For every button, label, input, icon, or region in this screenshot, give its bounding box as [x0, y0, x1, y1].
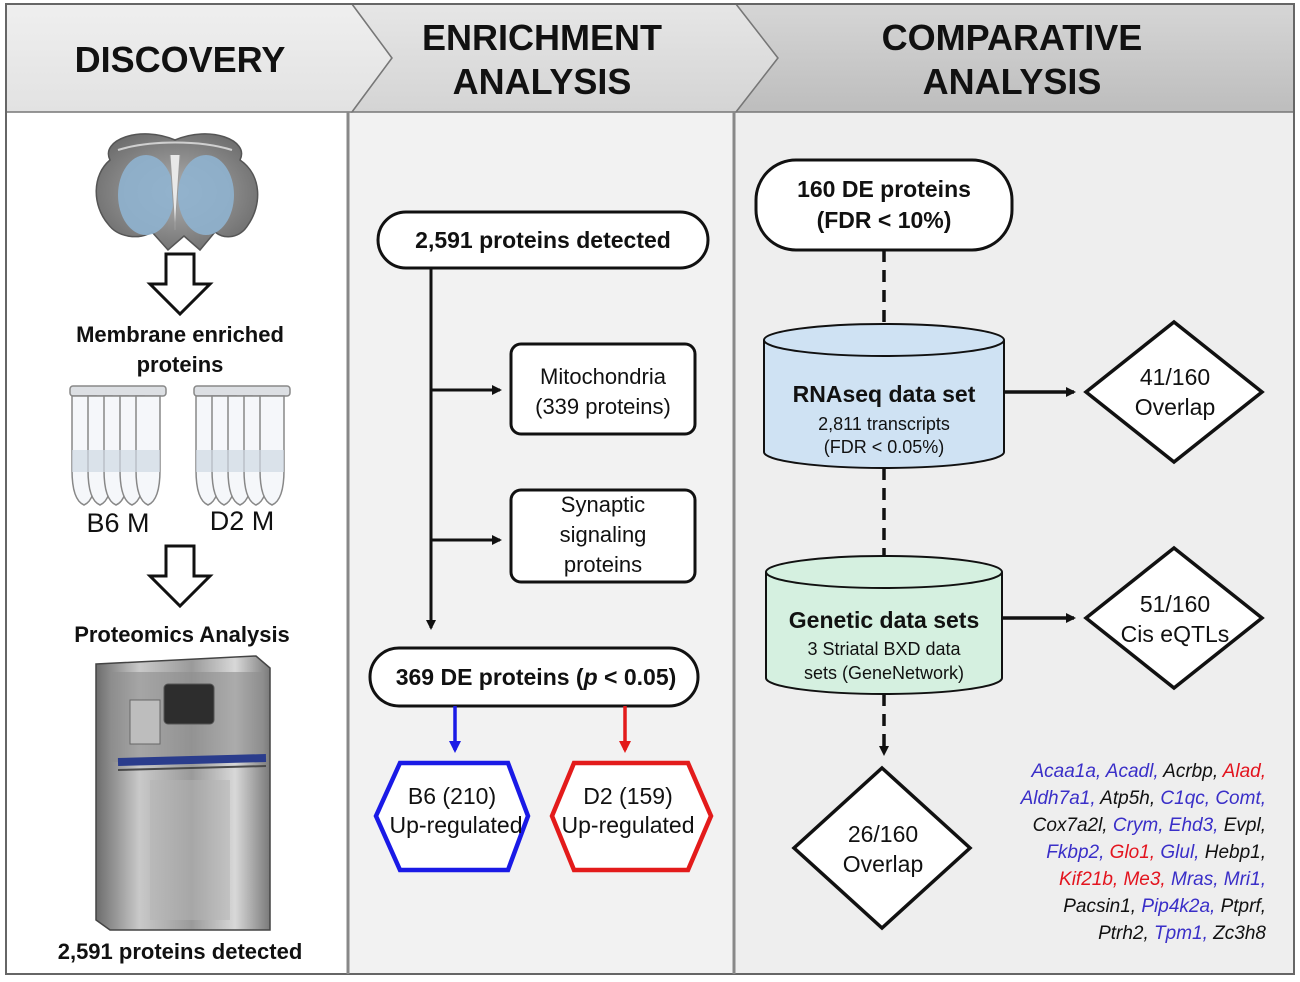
gene-name: Tpm1, — [1149, 923, 1208, 944]
genetic-line2: sets (GeneNetwork) — [804, 663, 964, 683]
discovery-detected-label: 2,591 proteins detected — [58, 939, 303, 964]
genetic-cylinder — [765, 555, 1003, 695]
enrichment-header-line1: ENRICHMENT — [422, 17, 662, 58]
gene-name: Fkbp2, — [1046, 842, 1104, 863]
gene-name: Alad, — [1218, 761, 1266, 782]
d2-label-line1: D2 (159) — [583, 783, 672, 809]
gene-name: Atp5h, — [1096, 788, 1156, 809]
comparative-header-line1: COMPARATIVE — [882, 17, 1143, 58]
de-label-p: p — [583, 664, 598, 690]
d2-hexagon — [549, 760, 714, 873]
tube-label-d2: D2 M — [210, 506, 275, 536]
gene-name: Zc3h8 — [1208, 923, 1267, 944]
d2-label-line2: Up-regulated — [562, 812, 695, 838]
gene-name: C1qc, — [1155, 788, 1210, 809]
gene-name: Kif21b, — [1059, 869, 1118, 890]
gene-name: Mras, — [1166, 869, 1219, 890]
gene-row: Aldh7a1, Atp5h, C1qc, Comt, — [1020, 788, 1266, 809]
overlap-41-line2: Overlap — [1135, 394, 1216, 420]
rnaseq-line1: 2,811 transcripts — [818, 414, 950, 434]
overlap-26-line2: Overlap — [843, 851, 924, 877]
gene-name: Ptrh2, — [1098, 923, 1149, 944]
gene-name: Acrbp, — [1159, 761, 1219, 782]
gene-row: Ptrh2, Tpm1, Zc3h8 — [1098, 923, 1266, 944]
overlap-41-line1: 41/160 — [1140, 364, 1210, 390]
membrane-label-line2: proteins — [137, 352, 224, 377]
gene-row: Cox7a2l, Crym, Ehd3, Evpl, — [1033, 815, 1266, 836]
cis-eqtl-line2: Cis eQTLs — [1121, 621, 1230, 647]
gene-name: Hebp1, — [1199, 842, 1266, 863]
rnaseq-title: RNAseq data set — [793, 381, 976, 407]
gene-name: Mri1, — [1219, 869, 1267, 890]
synaptic-label-line2: signaling — [560, 522, 647, 547]
gene-name: Evpl, — [1218, 815, 1266, 836]
synaptic-box — [509, 488, 697, 584]
enrichment-de-label: 369 DE proteins (p < 0.05) — [396, 664, 677, 690]
enrichment-detected-label: 2,591 proteins detected — [415, 227, 671, 253]
gene-list: Acaa1a, Acadl, Acrbp, Alad, Aldh7a1, Atp5… — [1020, 761, 1267, 944]
gene-row: Kif21b, Me3, Mras, Mri1, — [1059, 869, 1266, 890]
gene-name: Glul, — [1155, 842, 1199, 863]
b6-hexagon — [373, 760, 531, 873]
overlap-26-diamond — [791, 765, 973, 931]
genetic-line1: 3 Striatal BXD data — [807, 639, 961, 659]
b6-label-line1: B6 (210) — [408, 783, 496, 809]
gene-name: Ptprf, — [1215, 896, 1266, 917]
brain-section-image — [95, 133, 259, 252]
gene-name: Acaa1a, — [1030, 761, 1101, 782]
comparative-de-box — [754, 158, 1014, 252]
comparative-de-line2: (FDR < 10%) — [817, 207, 952, 233]
gene-name: Comt, — [1210, 788, 1266, 809]
enrichment-detected-box — [376, 210, 710, 270]
synaptic-label-line1: Synaptic — [561, 492, 645, 517]
b6-label-line2: Up-regulated — [390, 812, 523, 838]
cis-eqtl-diamond — [1083, 545, 1265, 691]
comparative-de-line1: 160 DE proteins — [797, 176, 971, 202]
down-arrow-2 — [146, 544, 214, 609]
gene-name: Pacsin1, — [1063, 896, 1136, 917]
genetic-title: Genetic data sets — [789, 607, 979, 633]
mitochondria-label-line2: (339 proteins) — [535, 394, 671, 419]
proteomics-label: Proteomics Analysis — [74, 622, 290, 647]
comparative-header-line2: ANALYSIS — [923, 61, 1102, 102]
gene-name: Acadl, — [1101, 761, 1158, 782]
mitochondria-box — [509, 342, 697, 436]
gene-name: Aldh7a1, — [1020, 788, 1096, 809]
de-label-prefix: 369 DE proteins ( — [396, 664, 584, 690]
gene-name: Glo1, — [1104, 842, 1155, 863]
tube-group-b6 — [69, 385, 167, 506]
gene-name: Crym, — [1108, 815, 1164, 836]
gene-row: Pacsin1, Pip4k2a, Ptprf, — [1063, 896, 1266, 917]
mitochondria-label-line1: Mitochondria — [540, 364, 667, 389]
enrichment-de-box — [368, 646, 700, 708]
mass-spectrometer-image — [95, 655, 271, 931]
gene-name: Me3, — [1118, 869, 1166, 890]
de-label-suffix: < 0.05) — [598, 664, 677, 690]
gene-name: Ehd3, — [1164, 815, 1219, 836]
gene-row: Fkbp2, Glo1, Glul, Hebp1, — [1046, 842, 1266, 863]
tube-group-d2 — [193, 385, 291, 506]
membrane-label-line1: Membrane enriched — [76, 322, 284, 347]
overlap-41-diamond — [1083, 319, 1265, 465]
outer-frame — [5, 3, 1295, 975]
synaptic-label-line3: proteins — [564, 552, 642, 577]
discovery-header: DISCOVERY — [75, 39, 286, 80]
enrichment-header-line2: ANALYSIS — [453, 61, 632, 102]
gene-name: Cox7a2l, — [1033, 815, 1108, 836]
tube-label-b6: B6 M — [86, 508, 149, 538]
gene-name: Pip4k2a, — [1136, 896, 1215, 917]
rnaseq-line2: (FDR < 0.05%) — [824, 437, 945, 457]
overlap-26-line1: 26/160 — [848, 821, 918, 847]
gene-row: Acaa1a, Acadl, Acrbp, Alad, — [1030, 761, 1266, 782]
down-arrow-1 — [146, 252, 214, 317]
cis-eqtl-line1: 51/160 — [1140, 591, 1210, 617]
